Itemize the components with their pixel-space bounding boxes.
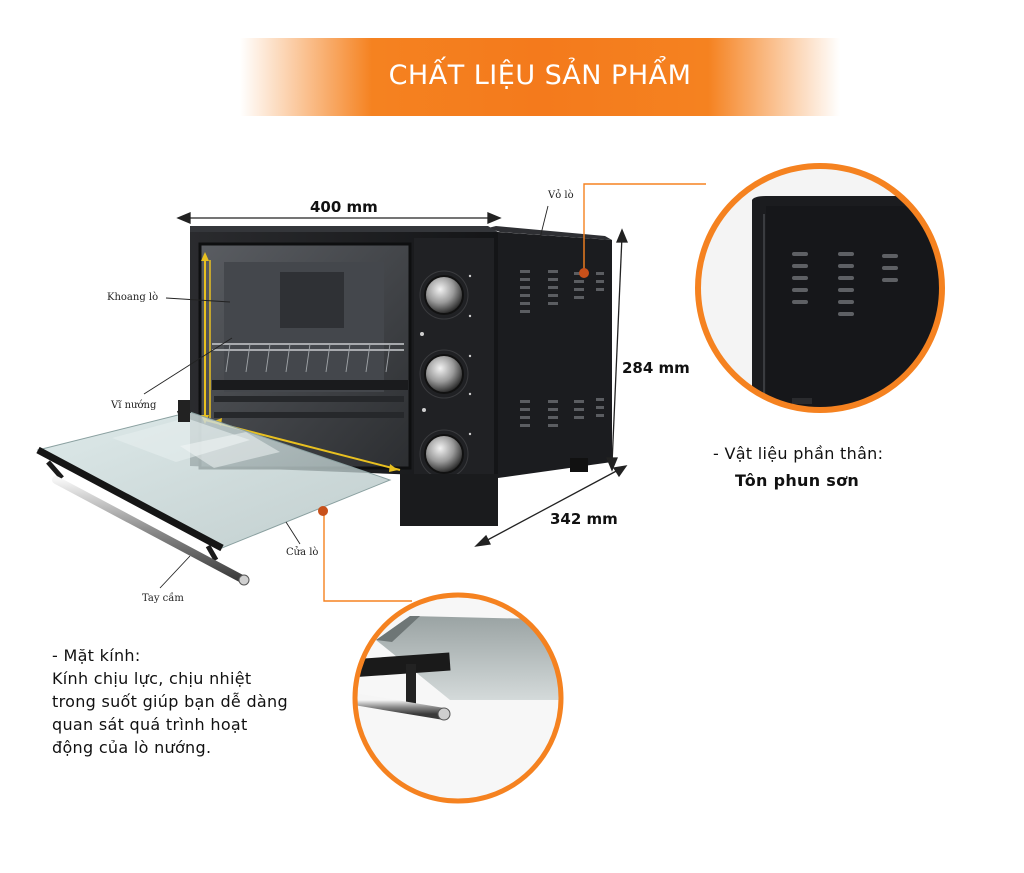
glass-material-note: - Mặt kính: Kính chịu lực, chịu nhiệt tr… [52,644,288,759]
depth-label: 342 mm [550,510,618,528]
part-label-rack: Vĩ nướng [111,400,157,411]
callout-dot-glass [318,506,328,516]
part-label-door: Cửa lò [286,547,319,558]
width-label: 400 mm [310,198,378,216]
glass-note-line: quan sát quá trình hoạt [52,715,248,734]
part-label-cavity: Khoang lò [107,292,159,303]
body-material-note: - Vật liệu phần thân: Tôn phun sơn [713,442,883,492]
callout-connectors [323,183,706,602]
dimension-lines [176,212,628,547]
knob-middle [419,349,469,399]
knob-top [419,270,469,320]
oven-glass-door [36,400,392,586]
glass-note-title: - Mặt kính: [52,646,141,665]
header-banner: CHẤT LIỆU SẢN PHẨM [240,38,840,116]
glass-note-line: Kính chịu lực, chịu nhiệt [52,669,252,688]
callout-dot-body [579,268,589,278]
part-pointers [143,205,549,589]
oven-side-panel [488,226,612,478]
glass-note-line: động của lò nướng. [52,738,212,757]
part-label-handle: Tay cầm [142,593,184,604]
glass-note-line: trong suốt giúp bạn dễ dàng [52,692,288,711]
knob-bottom [419,429,469,479]
part-label-shell: Vỏ lò [548,190,574,201]
body-note-title: - Vật liệu phần thân: [713,444,884,463]
oven-front-face [190,226,498,526]
door-handle [46,460,250,586]
zoom-circle-glass [352,592,564,804]
body-note-value: Tôn phun sơn [735,471,860,490]
page-title: CHẤT LIỆU SẢN PHẨM [388,60,692,91]
height-label: 284 mm [622,359,690,377]
zoom-circle-body [695,163,945,413]
